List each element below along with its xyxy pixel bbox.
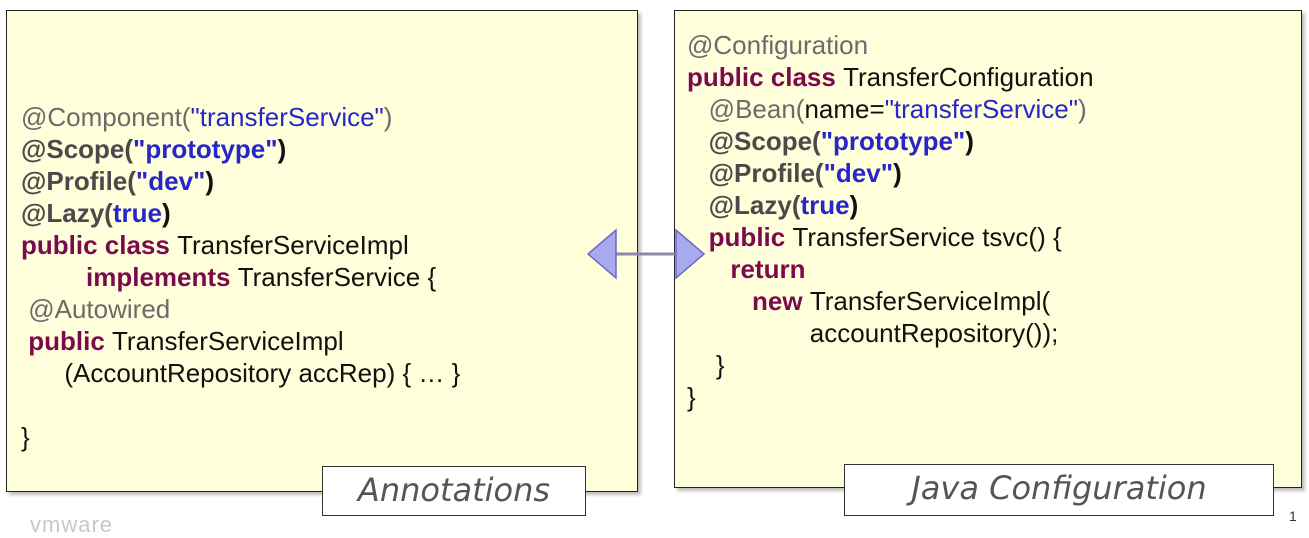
code-line: }	[687, 381, 1094, 413]
code-line: public TransferService tsvc() {	[687, 221, 1094, 253]
code-token: name=	[804, 94, 885, 124]
code-token: public class	[687, 62, 844, 92]
code-token	[687, 126, 709, 156]
code-token: true	[112, 198, 162, 228]
code-token: "transferService"	[190, 102, 384, 132]
code-line	[21, 37, 460, 69]
code-token	[21, 262, 86, 292]
double-arrow-icon	[586, 228, 706, 280]
code-line: @Component("transferService")	[21, 101, 460, 133]
code-token: @Profile(	[708, 158, 824, 188]
code-token: @Configuration	[687, 30, 869, 60]
code-line: @Configuration	[687, 29, 1094, 61]
code-token: "prototype"	[820, 126, 966, 156]
code-line: public TransferServiceImpl	[21, 325, 460, 357]
code-line: @Profile("dev")	[687, 157, 1094, 189]
code-token: )	[965, 126, 974, 156]
code-token	[687, 158, 709, 188]
code-line: implements TransferService {	[21, 261, 460, 293]
code-line: @Lazy(true)	[21, 197, 460, 229]
code-token: (AccountRepository accRep) { … }	[21, 358, 461, 388]
code-line: new TransferServiceImpl(	[687, 285, 1094, 317]
vmware-logo: vmware	[30, 512, 114, 537]
code-token: "transferService"	[884, 94, 1078, 124]
code-token: )	[161, 198, 171, 228]
code-token: )	[893, 158, 902, 188]
code-line: @Bean(name="transferService")	[687, 93, 1094, 125]
code-token: )	[849, 190, 859, 220]
code-token: @Lazy(	[21, 198, 113, 228]
code-line: public class TransferConfiguration	[687, 61, 1094, 93]
annotations-code-panel: @Component("transferService")@Scope("pro…	[6, 10, 638, 492]
code-line: @Autowired	[21, 293, 460, 325]
code-token: new	[752, 286, 810, 316]
code-line: @Scope("prototype")	[687, 125, 1094, 157]
code-line: @Scope("prototype")	[21, 133, 460, 165]
annotations-code-block: @Component("transferService")@Scope("pro…	[21, 5, 460, 453]
code-token: }	[687, 350, 725, 380]
code-token: "dev"	[135, 166, 206, 196]
code-token: }	[21, 422, 30, 452]
code-token: @Component(	[21, 102, 191, 132]
code-token	[687, 286, 752, 316]
code-token: TransferServiceImpl	[177, 230, 409, 260]
code-token: @Bean(	[687, 94, 805, 124]
code-token: @Autowired	[21, 294, 171, 324]
code-token: }	[687, 382, 696, 412]
code-token: "prototype"	[133, 134, 278, 164]
code-token: )	[383, 102, 393, 132]
code-line: (AccountRepository accRep) { … }	[21, 357, 460, 389]
code-line: }	[687, 349, 1094, 381]
java-configuration-label: Java Configuration	[844, 464, 1274, 516]
code-line: accountRepository());	[687, 317, 1094, 349]
code-token: public	[708, 222, 793, 252]
code-token: TransferService {	[237, 262, 437, 292]
code-token: )	[205, 166, 215, 196]
code-line	[21, 5, 460, 37]
code-token: TransferServiceImpl	[112, 326, 344, 356]
code-token: return	[730, 254, 806, 284]
code-token: @Scope(	[708, 126, 821, 156]
code-line: return	[687, 253, 1094, 285]
code-token: implements	[86, 262, 238, 292]
annotations-label: Annotations	[322, 466, 586, 516]
code-token: true	[800, 190, 850, 220]
page-number: 1	[1289, 508, 1297, 524]
code-token: @Lazy(	[708, 190, 801, 220]
code-token: public class	[21, 230, 178, 260]
code-token: @Scope(	[21, 134, 134, 164]
code-token: TransferServiceImpl(	[809, 286, 1051, 316]
code-line: public class TransferServiceImpl	[21, 229, 460, 261]
code-token: "dev"	[823, 158, 894, 188]
code-token: accountRepository());	[687, 318, 1059, 348]
code-line	[21, 69, 460, 101]
code-token: TransferService tsvc() {	[792, 222, 1062, 252]
code-token: public	[28, 326, 113, 356]
code-line: @Lazy(true)	[687, 189, 1094, 221]
code-line: }	[21, 421, 460, 453]
code-token: )	[277, 134, 287, 164]
code-token: @Profile(	[21, 166, 136, 196]
code-token	[687, 190, 709, 220]
code-token: )	[1078, 94, 1087, 124]
code-line	[21, 389, 460, 421]
code-token: TransferConfiguration	[843, 62, 1094, 92]
code-line: @Profile("dev")	[21, 165, 460, 197]
